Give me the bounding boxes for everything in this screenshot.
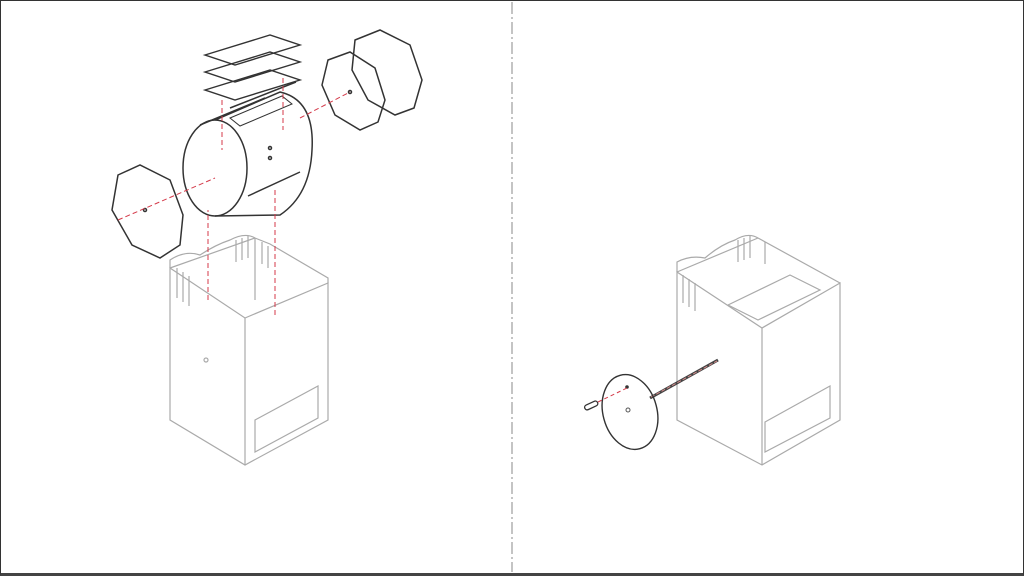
pin: [583, 400, 599, 411]
wheel-hub: [625, 407, 631, 413]
wheel-disc: [601, 373, 659, 451]
housing-box: [169, 234, 329, 466]
left-panel: [111, 29, 423, 466]
axle-rod-highlight: [650, 360, 718, 398]
assembly-guides: [117, 78, 351, 315]
top-plates: [202, 34, 303, 101]
drum-cylinder: [182, 81, 313, 217]
right-panel: [583, 234, 841, 466]
housing-box-assembled: [676, 234, 841, 466]
right-end-caps: [321, 29, 423, 131]
left-end-cap: [111, 164, 184, 259]
pin-guide: [597, 387, 628, 403]
